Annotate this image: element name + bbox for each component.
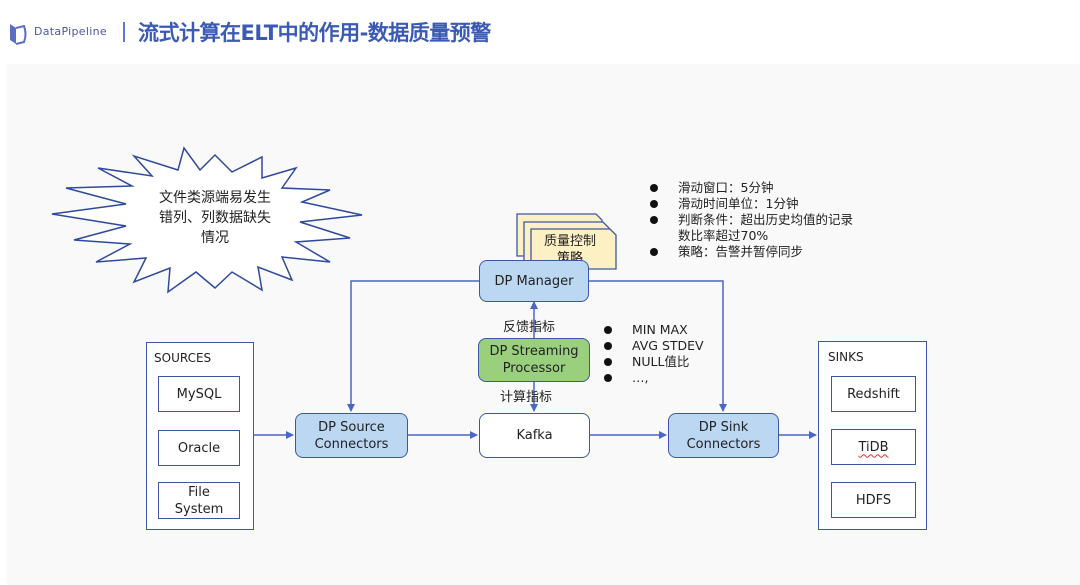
sink-connector-label-line: DP Sink <box>698 419 749 435</box>
feedback-metrics-label: 反馈指标 <box>503 320 556 335</box>
policy-doc-line: 质量控制 <box>543 234 596 249</box>
dp-manager-label: DP Manager <box>494 273 574 289</box>
compute-metrics-label: 计算指标 <box>500 390 553 405</box>
policy-bullet: 滑动窗口：5分钟 <box>648 180 853 196</box>
sink-connector-label-line: Connectors <box>686 436 761 452</box>
source-connector-label-line: DP Source <box>318 419 385 435</box>
sink-label: HDFS <box>855 492 892 508</box>
metric-bullet: NULL值比 <box>602 354 704 370</box>
sink-redshift[interactable]: Redshift <box>831 376 916 412</box>
policy-bullet-list: 滑动窗口：5分钟 滑动时间单位：1分钟 判断条件：超出历史均值的记录 数比率超过… <box>648 180 853 260</box>
callout-line: 情况 <box>201 230 229 246</box>
policy-bullet: 判断条件：超出历史均值的记录 <box>648 212 853 228</box>
sink-label: TiDB <box>858 439 889 455</box>
sink-label: Redshift <box>847 386 900 402</box>
datapipeline-logo-icon <box>10 24 27 45</box>
sink-hdfs[interactable]: HDFS <box>831 482 916 518</box>
source-mysql[interactable]: MySQL <box>158 376 240 412</box>
source-connector-label-line: Connectors <box>314 436 389 452</box>
slide-header: DataPipeline 流式计算在ELT中的作用-数据质量预警 <box>0 0 1080 64</box>
source-file-system[interactable]: File System <box>158 482 240 519</box>
edge-manager-to-sink <box>589 280 727 412</box>
brand-name: DataPipeline <box>34 25 107 38</box>
dp-sink-connectors-node[interactable]: DP Sink Connectors <box>668 413 779 458</box>
callout-text: 文件类源端易发生 错列、列数据缺失 情况 <box>140 188 290 248</box>
starburst-callout-shape <box>51 146 363 294</box>
sink-tidb[interactable]: TiDB <box>831 429 916 465</box>
edge-manager-to-source <box>347 280 479 412</box>
sources-title: SOURCES <box>154 351 212 365</box>
callout-line: 错列、列数据缺失 <box>159 210 271 226</box>
streaming-label-line: DP Streaming <box>489 344 579 359</box>
header-divider <box>123 22 125 42</box>
source-oracle[interactable]: Oracle <box>158 430 240 466</box>
page-title: 流式计算在ELT中的作用-数据质量预警 <box>138 21 491 45</box>
source-label: Oracle <box>177 440 221 456</box>
metric-bullet: MIN MAX <box>602 322 704 338</box>
source-label: MySQL <box>176 386 222 402</box>
metric-bullet: …, <box>602 370 704 386</box>
dp-streaming-processor-node[interactable]: DP Streaming Processor <box>478 338 590 382</box>
policy-bullet: 策略：告警并暂停同步 <box>648 244 853 260</box>
kafka-node[interactable]: Kafka <box>479 413 590 458</box>
sinks-title: SINKS <box>828 350 864 364</box>
callout-line: 文件类源端易发生 <box>159 190 271 206</box>
metric-bullet: AVG STDEV <box>602 338 704 354</box>
kafka-label: Kafka <box>516 428 553 443</box>
policy-bullet: 滑动时间单位：1分钟 <box>648 196 853 212</box>
streaming-label-line: Processor <box>502 361 566 376</box>
dp-source-connectors-node[interactable]: DP Source Connectors <box>295 413 408 458</box>
dp-manager-node[interactable]: DP Manager <box>479 260 589 302</box>
source-label: System <box>174 501 224 517</box>
policy-document-stack <box>516 213 617 270</box>
policy-bullet-continuation: 数比率超过70% <box>678 228 769 243</box>
source-label: File <box>188 484 210 500</box>
metric-bullet-list: MIN MAX AVG STDEV NULL值比 …, <box>602 322 704 386</box>
